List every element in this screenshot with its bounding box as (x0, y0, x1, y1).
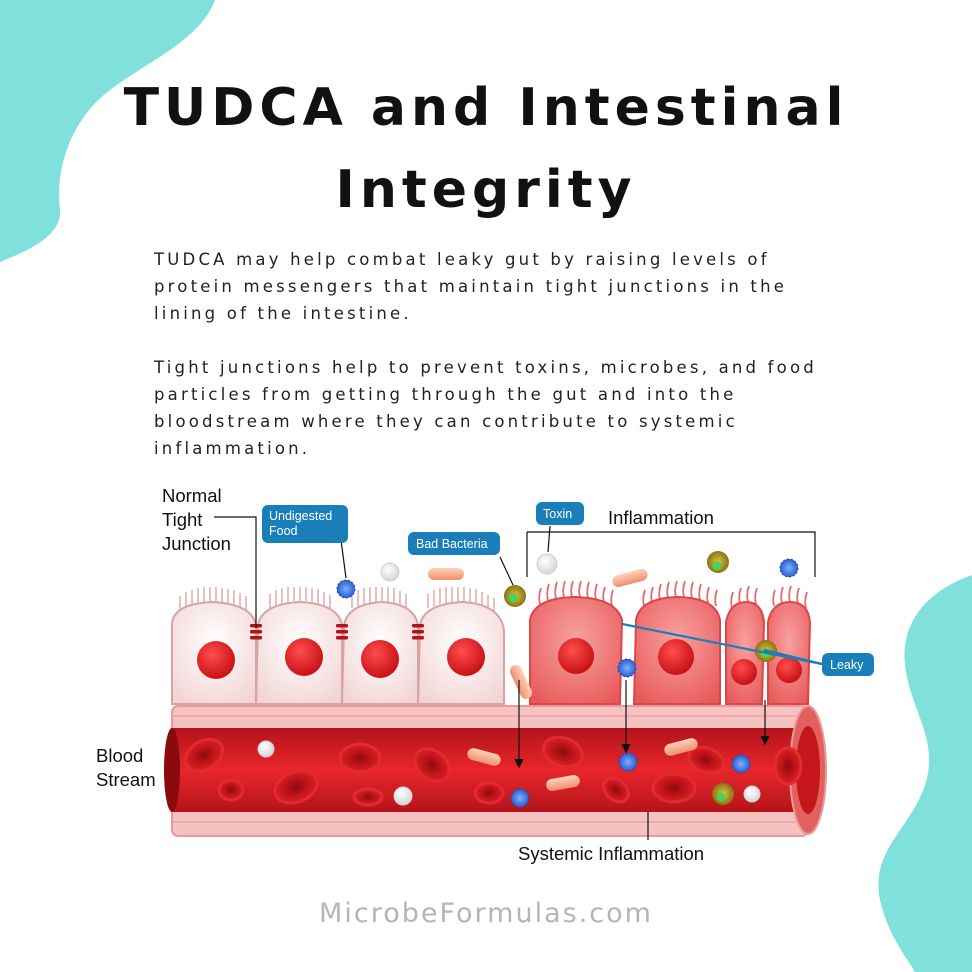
page-title-line-2: Integrity (335, 160, 637, 220)
label-inflammation: Inflammation (608, 507, 714, 528)
label-normal-tight-junction-2: Tight (162, 509, 202, 530)
label-blood-stream-1: Blood (96, 745, 143, 766)
label-leaky: Leaky (830, 658, 864, 672)
intro-paragraph: TUDCA may help combat leaky gut by raisi… (154, 250, 788, 323)
page-title-line-1: TUDCA and Intestinal (123, 78, 849, 138)
callout-leaky: Leaky (822, 653, 874, 676)
callout-undigested-food: Undigested Food (262, 505, 348, 543)
label-toxin: Toxin (543, 507, 572, 521)
leader-lines (214, 516, 816, 840)
leaky-pointers (621, 622, 823, 666)
label-blood-stream-2: Stream (96, 769, 156, 790)
tight-junction-markers (250, 624, 424, 640)
label-systemic-inflammation: Systemic Inflammation (518, 843, 704, 864)
particles (257, 551, 799, 808)
tight-junction-paragraph: Tight junctions help to prevent toxins, … (154, 358, 817, 458)
label-normal-tight-junction-1: Normal (162, 485, 222, 506)
label-bad-bacteria: Bad Bacteria (416, 537, 488, 551)
normal-cells (171, 587, 505, 705)
teal-blob-top-left (0, 0, 215, 262)
label-undigested-2: Food (269, 524, 298, 538)
teal-blob-bottom-right (878, 575, 972, 972)
footer-brand: MicrobeFormulas.com (319, 898, 653, 929)
red-blood-cells (183, 735, 803, 807)
callout-toxin: Toxin (536, 502, 584, 525)
label-undigested-1: Undigested (269, 509, 332, 523)
blood-vessel (164, 705, 827, 837)
inflamed-cells (529, 580, 812, 705)
callout-bad-bacteria: Bad Bacteria (408, 532, 500, 555)
label-normal-tight-junction-3: Junction (162, 533, 231, 554)
